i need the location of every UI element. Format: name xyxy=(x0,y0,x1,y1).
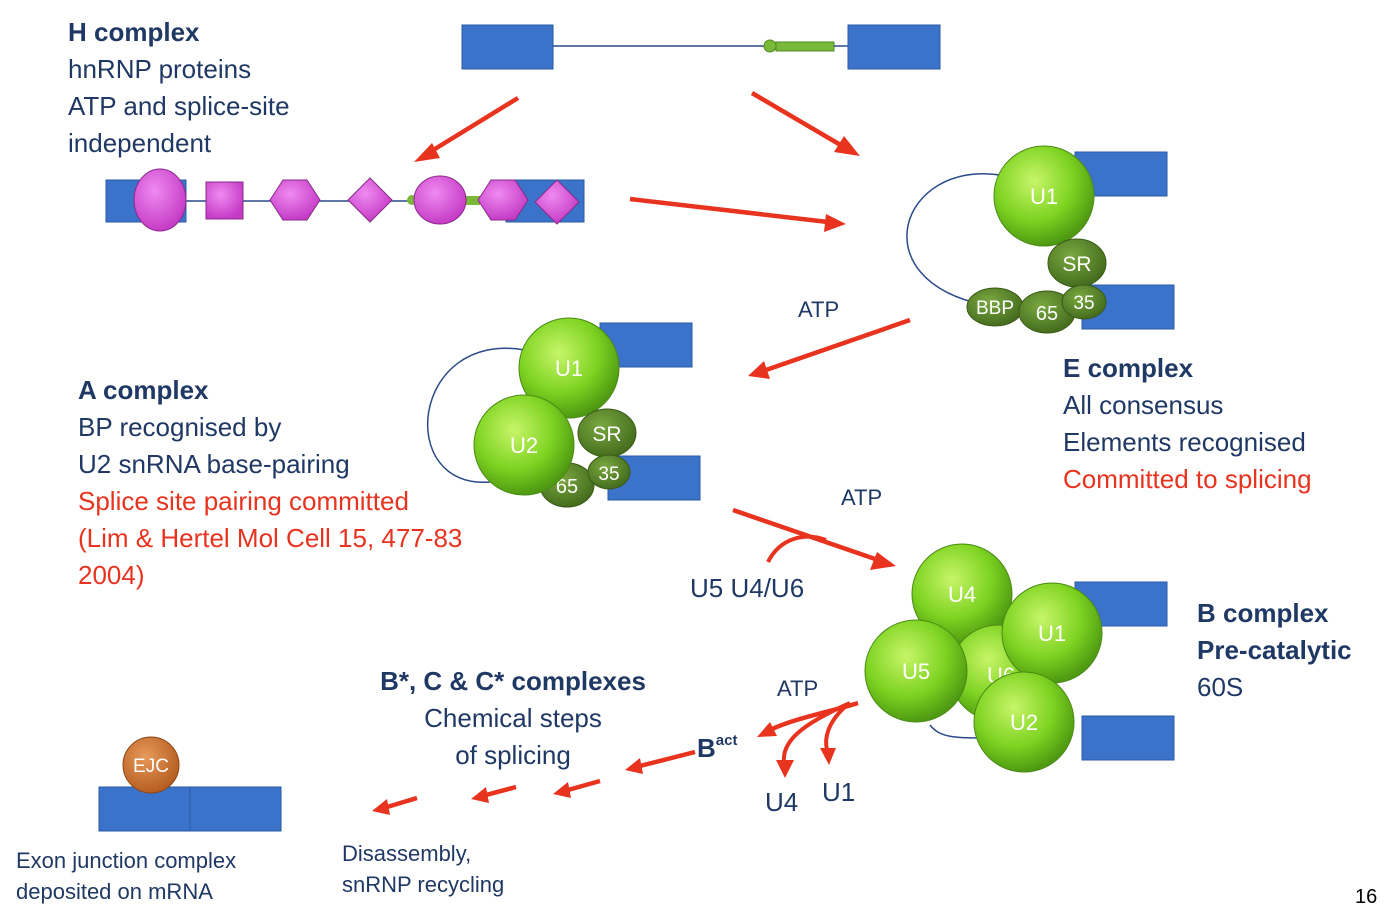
catalytic-line-2: of splicing xyxy=(455,740,571,770)
h-complex-line-2: ATP and splice-site xyxy=(68,91,290,121)
svg-text:U2: U2 xyxy=(510,433,538,458)
arrow-a-to-b xyxy=(732,507,896,570)
svg-text:35: 35 xyxy=(598,464,619,485)
intron-loop-e xyxy=(906,172,1001,306)
a-complex-red-3: 2004) xyxy=(78,560,145,590)
a-complex-line-2: U2 snRNA base-pairing xyxy=(78,449,350,479)
intron-loop-a xyxy=(426,347,526,483)
e-complex-committed: Committed to splicing xyxy=(1063,464,1312,494)
h-complex-label: H complex hnRNP proteins ATP and splice-… xyxy=(68,14,290,162)
h-complex-line-3: independent xyxy=(68,128,212,158)
a-complex-diagram: U1 65 U2 SR 35 xyxy=(426,317,701,508)
hnrnp-hexagon-1 xyxy=(269,179,321,221)
atp-label-3: ATP xyxy=(777,676,819,701)
hnrnp-diamond-1 xyxy=(347,177,393,223)
hnrnp-square xyxy=(205,181,244,220)
arrow-chain-disassembly xyxy=(372,749,696,815)
pre-mrna-top xyxy=(461,24,941,70)
a-complex-red-1: Splice site pairing committed xyxy=(78,486,409,516)
b-complex-label: B complex Pre-catalytic 60S xyxy=(1197,595,1352,706)
svg-text:U4: U4 xyxy=(948,582,976,607)
a-complex-title: A complex xyxy=(78,375,209,405)
e-complex-diagram: U1 SR BBP 65 35 xyxy=(906,145,1175,334)
exon-mrna-right xyxy=(189,786,282,832)
u5-u4u6-label: U5 U4/U6 xyxy=(690,573,805,603)
hnrnp-oval-2 xyxy=(413,175,467,225)
disassembly-line-2: snRNP recycling xyxy=(342,872,505,897)
u1-particle-a xyxy=(518,317,620,419)
a-complex-red-2: (Lim & Hertel Mol Cell 15, 477-83 xyxy=(78,523,463,553)
u1-release-label: U1 xyxy=(822,777,856,807)
e-complex-line-1: All consensus xyxy=(1063,390,1224,420)
svg-text:U2: U2 xyxy=(1010,710,1038,735)
catalytic-line-1: Chemical steps xyxy=(424,703,602,733)
ejc-caption-line-2: deposited on mRNA xyxy=(16,879,213,904)
ppt-top xyxy=(775,41,835,52)
arrow-e-to-a xyxy=(748,317,911,379)
svg-text:U1: U1 xyxy=(555,356,583,381)
svg-text:U1: U1 xyxy=(1030,184,1058,209)
arrow-to-h-complex xyxy=(414,96,520,162)
arrow-b-to-bact xyxy=(757,700,859,778)
b-complex-title-1: B complex xyxy=(1197,598,1329,628)
u5-particle-b xyxy=(864,619,968,723)
a-complex-line-1: BP recognised by xyxy=(78,412,282,442)
svg-text:EJC: EJC xyxy=(133,756,169,777)
svg-text:BBP: BBP xyxy=(976,298,1014,319)
bact-label: Bact xyxy=(697,732,737,764)
u2-particle-b xyxy=(973,671,1075,773)
atp-label-2: ATP xyxy=(841,485,883,510)
bact-main: B xyxy=(697,733,716,763)
e-complex-title: E complex xyxy=(1063,353,1194,383)
branch-point-top xyxy=(763,39,777,53)
u4-release-label: U4 xyxy=(765,787,799,817)
svg-text:SR: SR xyxy=(592,423,621,446)
page-number: 16 xyxy=(1355,886,1378,908)
b-complex-title-2: Pre-catalytic xyxy=(1197,635,1352,665)
hnrnp-oval-1 xyxy=(133,168,187,232)
bact-superscript: act xyxy=(715,732,738,749)
svg-text:35: 35 xyxy=(1073,293,1094,314)
arrow-h-to-e xyxy=(629,196,846,232)
svg-text:U5: U5 xyxy=(902,659,930,684)
u2af35-a xyxy=(587,454,631,490)
h-complex-title: H complex xyxy=(68,17,200,47)
catalytic-label: B*, C & C* complexes Chemical steps of s… xyxy=(352,663,674,774)
spliced-mrna: EJC xyxy=(98,736,282,832)
disassembly-line-1: Disassembly, xyxy=(342,841,472,866)
b-complex-size: 60S xyxy=(1197,672,1244,702)
catalytic-title: B*, C & C* complexes xyxy=(380,666,646,696)
e-complex-line-2: Elements recognised xyxy=(1063,427,1306,457)
disassembly-label: Disassembly, snRNP recycling xyxy=(342,838,504,900)
ejc-caption-line-1: Exon junction complex xyxy=(16,848,237,873)
ejc-caption: Exon junction complex deposited on mRNA xyxy=(16,845,236,907)
svg-text:65: 65 xyxy=(1036,303,1058,325)
svg-text:SR: SR xyxy=(1062,253,1091,276)
svg-text:65: 65 xyxy=(556,476,578,498)
ejc-particle xyxy=(122,736,180,794)
u2af35-e xyxy=(1061,284,1107,320)
e-complex-label: E complex All consensus Elements recogni… xyxy=(1063,350,1312,498)
arrow-to-e-complex xyxy=(750,91,860,156)
b-complex-diagram: U4 U6 U1 U5 U2 xyxy=(864,543,1175,773)
exon-mrna-left xyxy=(98,786,191,832)
svg-text:U1: U1 xyxy=(1038,621,1066,646)
h-complex-line-1: hnRNP proteins xyxy=(68,54,252,84)
h-complex-strand xyxy=(105,168,585,232)
exon-b-bottom xyxy=(1081,715,1175,761)
exon-top-right xyxy=(847,24,941,70)
hnrnp-hexagon-2 xyxy=(477,179,529,221)
pathway-arrows xyxy=(372,91,911,815)
a-complex-label: A complex BP recognised by U2 snRNA base… xyxy=(78,372,462,594)
exon-top-left xyxy=(461,24,554,70)
u1-particle-e xyxy=(993,145,1095,247)
atp-label-1: ATP xyxy=(798,297,840,322)
hnrnp-diamond-2 xyxy=(534,179,580,225)
u2-particle-a xyxy=(473,394,575,496)
